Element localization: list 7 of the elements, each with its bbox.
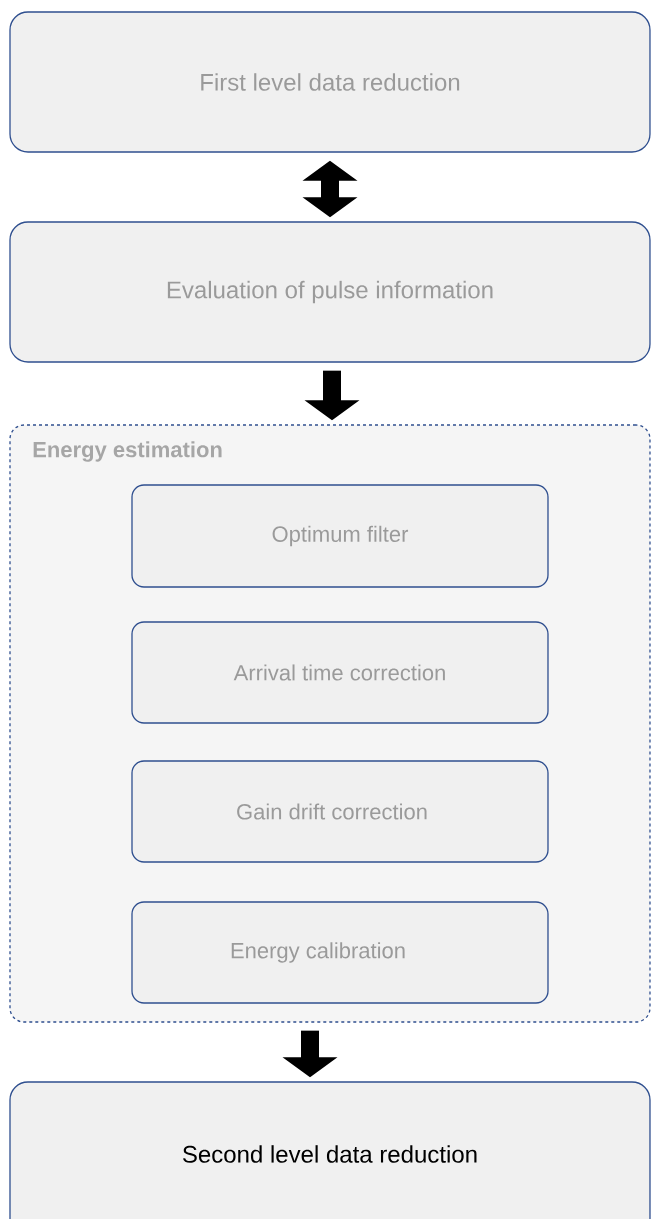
process-box: Second level data reduction: [9, 1081, 651, 1219]
step-box: Arrival time correction: [131, 621, 549, 724]
step-box: Optimum filter: [131, 484, 549, 588]
step-box: Energy calibration: [131, 901, 549, 1004]
process-box: First level data reduction: [9, 11, 651, 153]
step-box: Gain drift correction: [131, 760, 549, 863]
process-box: Evaluation of pulse information: [9, 221, 651, 363]
